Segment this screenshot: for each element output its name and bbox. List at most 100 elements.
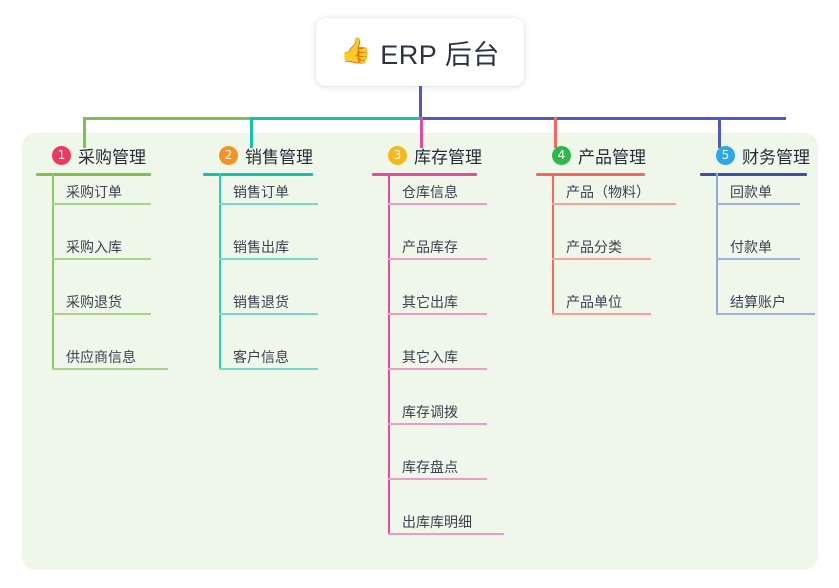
leaf-item-rule bbox=[552, 313, 651, 315]
branch-spine bbox=[716, 173, 718, 315]
leaf-item[interactable]: 库存盘点 bbox=[372, 454, 458, 476]
thumbs-up-icon: 👍 bbox=[340, 36, 372, 65]
branch-number-badge: 1 bbox=[52, 145, 71, 165]
branch-drop-connector-1 bbox=[83, 117, 86, 148]
leaf-item[interactable]: 产品单位 bbox=[536, 289, 622, 311]
branch-column-5: 5 财务管理回款单付款单结算账户 bbox=[700, 143, 839, 315]
leaf-item-rule bbox=[388, 203, 487, 205]
leaf-item[interactable]: 采购订单 bbox=[36, 179, 122, 201]
leaf-item-label: 供应商信息 bbox=[66, 349, 136, 365]
leaf-item-label: 产品库存 bbox=[402, 239, 458, 255]
branch-header-rule bbox=[372, 173, 477, 176]
branch-drop-connector-3 bbox=[420, 117, 423, 148]
branch-title: 采购管理 bbox=[78, 147, 146, 167]
leaf-item-label: 采购订单 bbox=[66, 184, 122, 200]
leaf-item-rule bbox=[716, 313, 815, 315]
leaf-item-label: 产品（物料） bbox=[566, 184, 650, 200]
branch-title: 产品管理 bbox=[578, 147, 646, 167]
branch-title: 财务管理 bbox=[742, 147, 810, 167]
branch-spine bbox=[219, 173, 221, 370]
leaf-item-label: 采购退货 bbox=[66, 294, 122, 310]
leaf-item-label: 产品单位 bbox=[566, 294, 622, 310]
leaf-item-rule bbox=[52, 203, 151, 205]
leaf-item[interactable]: 其它入库 bbox=[372, 344, 458, 366]
leaf-item[interactable]: 产品库存 bbox=[372, 234, 458, 256]
branch-spine bbox=[52, 173, 54, 370]
leaf-item-rule bbox=[219, 203, 318, 205]
leaf-item-label: 仓库信息 bbox=[402, 184, 458, 200]
leaf-item-label: 库存盘点 bbox=[402, 459, 458, 475]
leaf-item-rule bbox=[52, 313, 151, 315]
root-title: ERP 后台 bbox=[380, 39, 500, 70]
leaf-item[interactable]: 客户信息 bbox=[203, 344, 289, 366]
branch-drop-connector-4 bbox=[554, 117, 557, 148]
leaf-item-label: 产品分类 bbox=[566, 239, 622, 255]
branch-number-badge: 4 bbox=[552, 145, 571, 165]
leaf-item[interactable]: 库存调拨 bbox=[372, 399, 458, 421]
leaf-item-rule bbox=[552, 258, 651, 260]
diagram-panel bbox=[22, 133, 818, 570]
root-stem-connector bbox=[419, 86, 422, 119]
leaf-item-label: 其它入库 bbox=[402, 349, 458, 365]
branch-drop-connector-2 bbox=[250, 117, 253, 148]
leaf-item-rule bbox=[388, 533, 504, 535]
leaf-item[interactable]: 产品分类 bbox=[536, 234, 622, 256]
leaf-item-rule bbox=[219, 368, 318, 370]
branch-title: 库存管理 bbox=[414, 147, 482, 167]
branch-column-4: 4 产品管理产品（物料） 产品分类产品单位 bbox=[536, 143, 705, 315]
root-node[interactable]: 👍 ERP 后台 bbox=[316, 18, 524, 86]
leaf-item[interactable]: 其它出库 bbox=[372, 289, 458, 311]
branch-column-1: 1 采购管理采购订单采购入库采购退货供应商信息 bbox=[36, 143, 211, 370]
leaf-item-rule bbox=[52, 368, 168, 370]
branch-drop-connector-5 bbox=[718, 117, 721, 148]
branch-header-1[interactable]: 1 采购管理 bbox=[36, 143, 211, 167]
leaf-item[interactable]: 销售订单 bbox=[203, 179, 289, 201]
leaf-item-rule bbox=[219, 258, 318, 260]
trunk-segment-2 bbox=[250, 117, 420, 120]
leaf-item[interactable]: 采购退货 bbox=[36, 289, 122, 311]
leaf-item-rule bbox=[552, 203, 676, 205]
leaf-item-label: 销售退货 bbox=[233, 294, 289, 310]
leaf-item-label: 采购入库 bbox=[66, 239, 122, 255]
branch-number-badge: 5 bbox=[716, 145, 735, 165]
branch-spine bbox=[552, 173, 554, 315]
leaf-item-label: 回款单 bbox=[730, 184, 772, 200]
leaf-item-rule bbox=[52, 258, 151, 260]
leaf-item-rule bbox=[388, 423, 487, 425]
leaf-item[interactable]: 结算账户 bbox=[700, 289, 786, 311]
trunk-segment-1 bbox=[83, 117, 250, 120]
leaf-item[interactable]: 出库库明细 bbox=[372, 509, 472, 531]
branch-header-4[interactable]: 4 产品管理 bbox=[536, 143, 705, 167]
branch-spine bbox=[388, 173, 390, 535]
leaf-item[interactable]: 销售退货 bbox=[203, 289, 289, 311]
leaf-item-label: 结算账户 bbox=[730, 294, 786, 310]
branch-header-rule bbox=[536, 173, 645, 176]
branch-header-rule bbox=[203, 173, 313, 176]
leaf-item-label: 付款单 bbox=[730, 239, 772, 255]
leaf-item[interactable]: 仓库信息 bbox=[372, 179, 458, 201]
leaf-item[interactable]: 销售出库 bbox=[203, 234, 289, 256]
leaf-item[interactable]: 供应商信息 bbox=[36, 344, 136, 366]
leaf-item-rule bbox=[716, 258, 800, 260]
leaf-item[interactable]: 回款单 bbox=[700, 179, 772, 201]
leaf-item[interactable]: 产品（物料） bbox=[536, 179, 650, 201]
branch-header-rule bbox=[36, 173, 151, 176]
leaf-item-label: 库存调拨 bbox=[402, 404, 458, 420]
leaf-item[interactable]: 采购入库 bbox=[36, 234, 122, 256]
branch-title: 销售管理 bbox=[245, 147, 313, 167]
branch-header-5[interactable]: 5 财务管理 bbox=[700, 143, 839, 167]
leaf-item-rule bbox=[388, 313, 487, 315]
leaf-item-rule bbox=[388, 258, 487, 260]
branch-header-rule bbox=[700, 173, 807, 176]
leaf-item[interactable]: 付款单 bbox=[700, 234, 772, 256]
leaf-item-rule bbox=[716, 203, 800, 205]
trunk-segment-3 bbox=[420, 117, 786, 120]
leaf-item-rule bbox=[219, 313, 318, 315]
leaf-item-label: 客户信息 bbox=[233, 349, 289, 365]
leaf-item-label: 其它出库 bbox=[402, 294, 458, 310]
